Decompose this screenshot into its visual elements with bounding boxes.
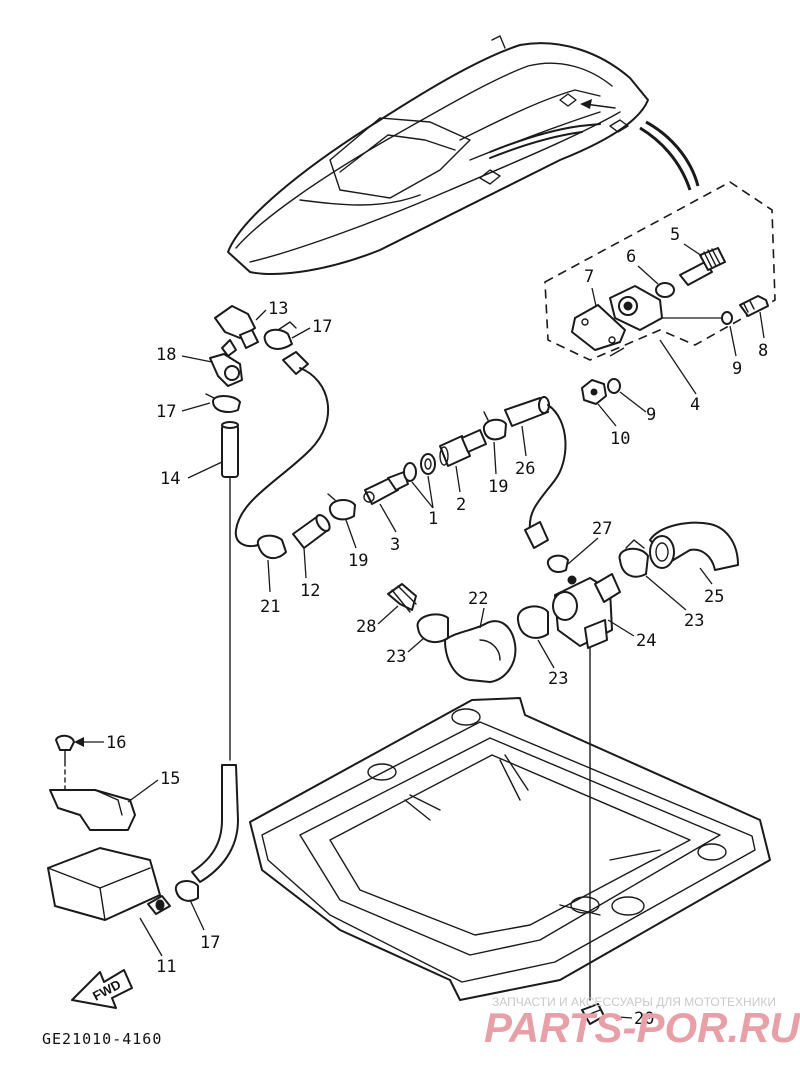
hose-26 — [504, 397, 549, 427]
watermark-brand: PARTS-POR.RU — [484, 1004, 800, 1051]
label-4: 4 — [690, 395, 700, 415]
label-26: 26 — [515, 459, 535, 479]
bolt-8 — [739, 295, 769, 317]
label-6: 6 — [626, 247, 636, 267]
label-11: 11 — [156, 957, 176, 977]
clamp-17c — [174, 880, 199, 902]
label-3: 3 — [390, 535, 400, 555]
label-19b: 19 — [488, 477, 508, 497]
label-17a: 17 — [312, 317, 332, 337]
screw-16 — [55, 734, 75, 751]
label-9b: 9 — [646, 405, 656, 425]
label-1: 1 — [428, 509, 438, 529]
label-14: 14 — [160, 469, 180, 489]
clamp-19a — [328, 498, 356, 521]
elbow-13 — [214, 305, 256, 339]
label-15: 15 — [160, 769, 180, 789]
frame-illustration — [249, 697, 771, 1025]
label-18: 18 — [156, 345, 176, 365]
box-11 — [47, 847, 161, 921]
part-labels: 13 17 18 17 14 21 12 19 3 1 2 19 26 5 6 … — [74, 225, 768, 1029]
plate-15 — [49, 789, 136, 831]
clamp-17a — [263, 328, 293, 350]
label-17c: 17 — [200, 933, 220, 953]
label-23b: 23 — [548, 669, 568, 689]
label-22: 22 — [468, 589, 488, 609]
label-23a: 23 — [684, 611, 704, 631]
clamp-23b — [516, 605, 549, 639]
label-20: 20 — [634, 1009, 654, 1029]
label-13: 13 — [268, 299, 288, 319]
bottom-left-parts — [47, 734, 199, 921]
hull-illustration — [227, 35, 700, 275]
watermark-caption: ЗАПЧАСТИ И АКСЕССУАРЫ ДЛЯ МОТОТЕХНИКИ — [492, 995, 776, 1009]
label-17b: 17 — [156, 402, 176, 422]
clamp-23a — [618, 547, 649, 578]
pipe-14 — [221, 424, 239, 478]
elbow-22 — [444, 620, 517, 683]
clamp-23c — [416, 613, 449, 644]
assembly-boundary — [544, 181, 776, 361]
label-5: 5 — [670, 225, 680, 245]
valve-assembly — [571, 247, 769, 357]
label-10: 10 — [610, 429, 630, 449]
label-9a: 9 — [732, 359, 742, 379]
label-21: 21 — [260, 597, 280, 617]
elbow-21 — [256, 534, 287, 560]
label-2: 2 — [456, 495, 466, 515]
washer-9b — [607, 378, 621, 394]
fwd-arrow-icon: FWD — [71, 969, 133, 1009]
label-23c: 23 — [386, 647, 406, 667]
label-7: 7 — [584, 267, 594, 287]
clamp-19b — [482, 418, 507, 441]
clamp-27 — [546, 554, 569, 573]
right-fittings — [387, 521, 739, 1001]
washer-1a — [403, 462, 417, 482]
gasket-7 — [571, 304, 626, 351]
disc-6 — [655, 282, 675, 298]
label-28: 28 — [356, 617, 376, 637]
center-fittings — [327, 396, 567, 549]
valve-5 — [679, 261, 713, 286]
washer-1b — [420, 453, 436, 475]
label-8: 8 — [758, 341, 768, 361]
clamp-17b — [212, 395, 241, 413]
bracket-28 — [387, 583, 417, 611]
label-25: 25 — [704, 587, 724, 607]
figure-code: GE21010-4160 — [42, 1030, 162, 1048]
washer-9a — [721, 311, 733, 325]
label-19a: 19 — [348, 551, 368, 571]
left-hose-parts — [191, 305, 331, 883]
label-27: 27 — [592, 519, 612, 539]
nut-assembly — [581, 378, 621, 405]
label-16: 16 — [106, 733, 126, 753]
label-24: 24 — [636, 631, 656, 651]
label-12: 12 — [300, 581, 320, 601]
